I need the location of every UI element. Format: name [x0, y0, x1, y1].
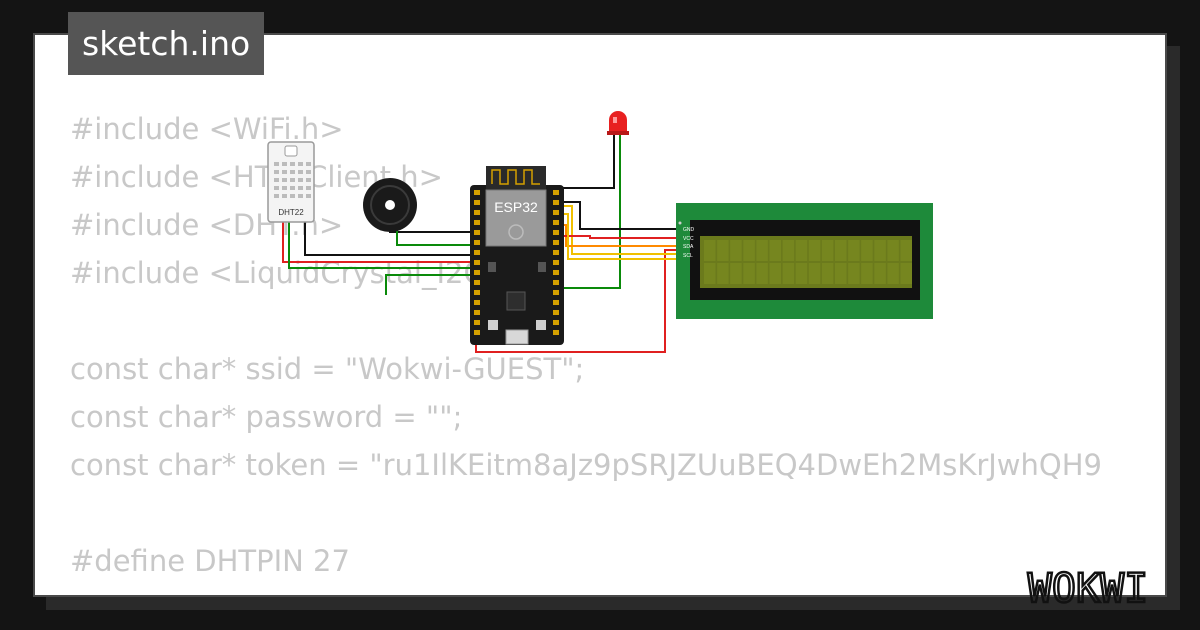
file-tab-sketch[interactable]: sketch.ino: [68, 12, 265, 75]
lcd-cell: [900, 240, 912, 261]
lcd-cell: [821, 263, 834, 284]
lcd-cell: [704, 263, 716, 284]
lcd-pin-gnd: GND: [683, 227, 695, 233]
led-shine: [613, 117, 617, 123]
wire-yellow: [560, 205, 680, 255]
lcd-cell: [808, 263, 821, 284]
code-line: const char* token = "ru1IlKEitm8aJz9pSRJ…: [70, 448, 1102, 482]
wires: [282, 135, 680, 353]
esp32-label: ESP32: [494, 199, 538, 215]
buzzer-ring: [370, 185, 410, 225]
dht22-label: DHT22: [278, 208, 304, 217]
lcd-cell: [782, 263, 795, 284]
micro-usb-port: [505, 329, 529, 345]
espressif-logo-icon: [508, 224, 524, 240]
lcd-cell: [795, 240, 808, 261]
code-line: #include <DHT.h>: [70, 208, 344, 242]
lcd-pin-sda: SDA: [683, 244, 694, 250]
wire-black: [304, 222, 478, 256]
project-card: #include <WiFi.h> #include <HTTPClient.h…: [33, 33, 1167, 597]
lcd-cell: [769, 240, 781, 261]
boot-button[interactable]: [488, 320, 498, 330]
lcd-display[interactable]: GND VCC SDA SCL: [676, 203, 933, 319]
code-line: #define DHTPIN 27: [70, 544, 350, 578]
wire-green: [385, 274, 476, 295]
lcd-cell: [861, 240, 873, 261]
lcd-cell: [821, 240, 834, 261]
lcd-cell: [717, 263, 729, 284]
wokwi-logo-text: WOKWI: [1028, 566, 1148, 612]
lcd-cell: [835, 263, 847, 284]
wire-green: [396, 225, 476, 246]
left-header-pins: [474, 190, 480, 335]
lcd-cell: [861, 263, 873, 284]
wokwi-logo[interactable]: WOKWI: [1001, 562, 1176, 612]
dht22-sensor[interactable]: DHT22: [267, 141, 315, 223]
code-line: #include <WiFi.h>: [70, 112, 344, 146]
wire-black: [550, 135, 615, 189]
wire-red: [475, 249, 680, 353]
lcd-cell: [848, 263, 860, 284]
lcd-pin-dot: [678, 221, 682, 225]
lcd-cell: [756, 263, 768, 284]
lcd-pin-scl: SCL: [683, 253, 693, 259]
smd-part: [488, 262, 496, 272]
dht22-hole: [284, 145, 298, 157]
usb-chip: [506, 291, 526, 311]
lcd-cell: [769, 263, 781, 284]
code-line: #include <HTTPClient.h>: [70, 160, 443, 194]
wire-green: [555, 135, 621, 289]
lcd-cell: [704, 240, 716, 261]
lcd-cell: [874, 263, 886, 284]
lcd-cell: [900, 263, 912, 284]
led-dome: [609, 111, 627, 132]
wire-red: [560, 235, 680, 239]
lcd-cell: [887, 240, 899, 261]
buzzer-hole: [385, 200, 395, 210]
lcd-cell: [795, 263, 808, 284]
lcd-cell: [730, 240, 742, 261]
lcd-pin-vcc: VCC: [683, 236, 694, 242]
red-led[interactable]: [607, 111, 629, 135]
lcd-cell: [848, 240, 860, 261]
lcd-pin-labels: GND VCC SDA SCL: [683, 227, 695, 259]
lcd-cell: [730, 263, 742, 284]
lcd-cell: [835, 240, 847, 261]
esp32-board[interactable]: ESP32: [470, 166, 564, 345]
lcd-cell: [887, 263, 899, 284]
code-line: #define DHTTYPE DHT22: [70, 585, 1102, 595]
lcd-cell: [756, 240, 768, 261]
reset-button[interactable]: [536, 320, 546, 330]
lcd-cell: [782, 240, 795, 261]
wire-green: [288, 222, 476, 269]
wire-black: [560, 201, 680, 230]
lcd-cell: [874, 240, 886, 261]
buzzer[interactable]: [363, 178, 417, 232]
lcd-cell: [743, 263, 755, 284]
lcd-cell: [717, 240, 729, 261]
lcd-cell: [743, 240, 755, 261]
code-line: const char* ssid = "Wokwi-GUEST";: [70, 352, 585, 386]
code-line: const char* password = "";: [70, 400, 463, 434]
dht22-grille: [274, 162, 311, 198]
lcd-character-cells: [704, 240, 912, 284]
right-header-pins: [553, 190, 559, 335]
antenna-trace: [491, 169, 540, 185]
smd-part: [538, 262, 546, 272]
led-rim: [607, 131, 629, 135]
lcd-cell: [808, 240, 821, 261]
esp32-shield: [485, 189, 547, 247]
